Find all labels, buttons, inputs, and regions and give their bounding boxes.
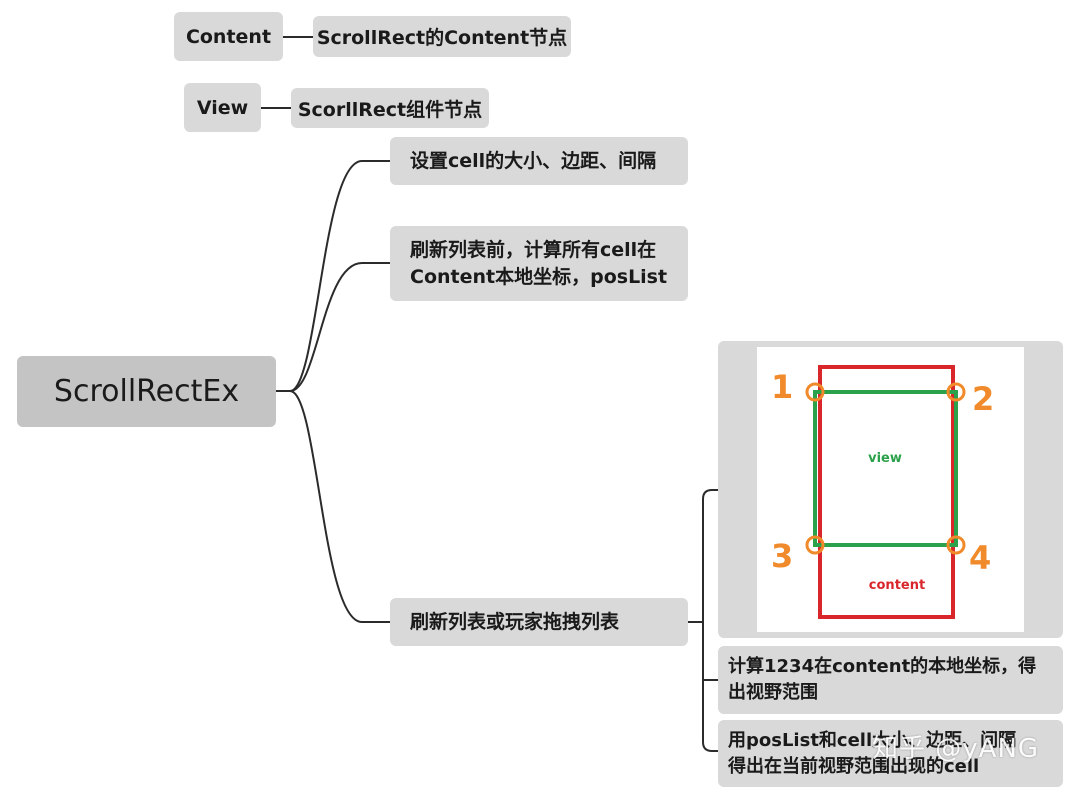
legend-content-label: Content (174, 12, 283, 61)
legend-content-desc: ScrollRect的Content节点 (313, 16, 571, 57)
legend-content-desc-text: ScrollRect的Content节点 (316, 27, 568, 49)
figure-node: view content 1 2 3 4 (718, 341, 1063, 638)
legend-view-desc: ScorllRect组件节点 (291, 88, 489, 128)
legend-view-label-text: View (196, 96, 249, 119)
branch-pos-list-line2: Content本地坐标，posList (410, 265, 668, 288)
corner-marker-3 (805, 535, 825, 555)
view-text: view (868, 451, 902, 466)
corner-label-1: 1 (771, 368, 793, 406)
view-rect (813, 390, 958, 547)
corner-label-2: 2 (972, 380, 994, 418)
corner-marker-2 (946, 382, 966, 402)
branch-refresh-drag-label: 刷新列表或玩家拖拽列表 (410, 610, 620, 633)
branch-pos-list: 刷新列表前，计算所有cell在 Content本地坐标，posList (390, 226, 688, 301)
content-text: content (869, 578, 925, 593)
branch-cell-size: 设置cell的大小、边距、间隔 (390, 137, 688, 185)
step-compute-view-range-line2: 出视野范围 (728, 682, 818, 703)
step-compute-view-range-line1: 计算1234在content的本地坐标，得 (728, 656, 1037, 677)
step-visible-cells: 用posList和cell大小、边距、间隔 得出在当前视野范围出现的cell (718, 720, 1063, 787)
corner-label-4: 4 (969, 539, 991, 577)
step-visible-cells-line2: 得出在当前视野范围出现的cell (728, 755, 980, 777)
branch-pos-list-line1: 刷新列表前，计算所有cell在 (410, 238, 657, 261)
branch-cell-size-label: 设置cell的大小、边距、间隔 (410, 149, 657, 172)
legend-content-label-text: Content (185, 25, 272, 48)
step-visible-cells-line1: 用posList和cell大小、边距、间隔 (728, 729, 1017, 751)
step-compute-view-range: 计算1234在content的本地坐标，得 出视野范围 (718, 646, 1063, 714)
root-node: ScrollRectEx (17, 356, 276, 427)
legend-view-desc-text: ScorllRect组件节点 (297, 98, 483, 121)
corner-marker-1 (805, 382, 825, 402)
corner-label-3: 3 (771, 537, 793, 575)
root-node-label: ScrollRectEx (53, 374, 240, 409)
corner-marker-4 (946, 535, 966, 555)
content-rect (818, 365, 955, 619)
watermark-text: 知乎 @yANG (872, 734, 1040, 764)
view-content-figure: view content 1 2 3 4 (757, 347, 1024, 632)
legend-view-label: View (184, 83, 261, 132)
branch-refresh-drag: 刷新列表或玩家拖拽列表 (390, 598, 688, 646)
